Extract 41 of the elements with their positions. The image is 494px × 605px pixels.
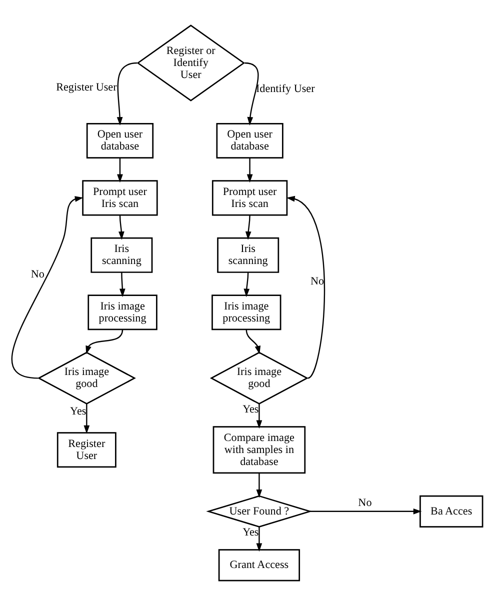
edge-label: No bbox=[30, 268, 44, 280]
node-box: Open user database bbox=[216, 122, 284, 158]
node-box: Prompt user Iris scan bbox=[212, 180, 288, 216]
arrow bbox=[256, 526, 262, 552]
node-diamond: User Found ? bbox=[206, 494, 312, 527]
arrow bbox=[246, 157, 253, 182]
node-diamond: Iris image good bbox=[37, 351, 136, 404]
node-box: Prompt user Iris scan bbox=[82, 180, 158, 216]
edge-label: Yes bbox=[242, 526, 259, 538]
node-box: Grant Access bbox=[218, 548, 300, 581]
arrow bbox=[244, 272, 250, 297]
node-box: Open user database bbox=[86, 122, 154, 158]
arrow bbox=[286, 195, 326, 378]
edge-label: No bbox=[310, 275, 324, 288]
node-box: Register User bbox=[56, 432, 116, 468]
node-box: Iris image processing bbox=[212, 294, 282, 330]
arrow bbox=[245, 214, 252, 240]
arrow bbox=[12, 196, 84, 378]
arrow bbox=[244, 62, 259, 125]
arrow bbox=[310, 508, 422, 514]
node-box: Compare image with samples in database bbox=[212, 426, 306, 474]
edge-label: Register User bbox=[56, 81, 117, 94]
edge-label: Yes bbox=[242, 402, 259, 415]
arrow bbox=[84, 403, 90, 434]
node-box: Iris scanning bbox=[90, 236, 153, 272]
node-box: Iris scanning bbox=[217, 236, 280, 272]
edge-label: Yes bbox=[70, 405, 86, 418]
arrow bbox=[119, 272, 126, 297]
arrow bbox=[246, 328, 261, 354]
edge-label: Identify User bbox=[256, 82, 315, 95]
arrow bbox=[86, 328, 124, 354]
arrow bbox=[117, 157, 123, 182]
arrow bbox=[118, 214, 124, 240]
node-diamond: Iris image good bbox=[210, 351, 308, 404]
arrow bbox=[256, 403, 262, 428]
arrow bbox=[116, 62, 138, 125]
node-diamond: Register or Identify User bbox=[136, 24, 245, 101]
node-box: Iris image processing bbox=[88, 294, 158, 330]
node-box: Ba Acces bbox=[420, 494, 484, 527]
arrow bbox=[256, 472, 262, 498]
edge-label: No bbox=[358, 496, 372, 508]
